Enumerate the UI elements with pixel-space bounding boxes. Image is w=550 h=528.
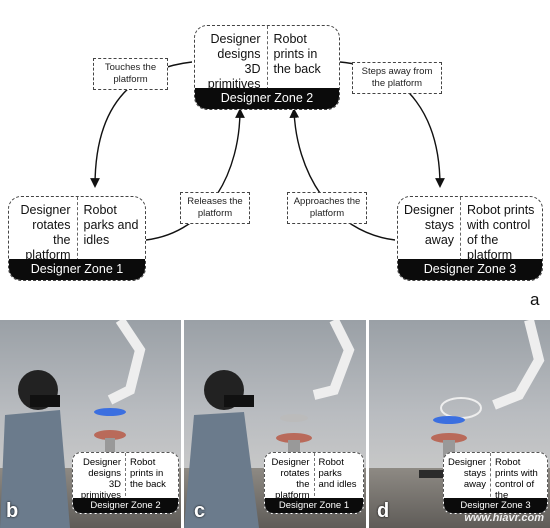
watermark: www.hiavr.com xyxy=(464,512,544,524)
zone1-title: Designer Zone 1 xyxy=(9,259,145,280)
zone2-robot-text: Robot prints in the back xyxy=(273,32,321,76)
zone3-robot-text: Robot prints with control of the platfor… xyxy=(467,203,535,262)
photo-d-zone-card: Designer stays away Robot prints with co… xyxy=(443,452,548,514)
photo-c-robot-text: Robot parks and idles xyxy=(318,457,357,490)
photo-c-label: c xyxy=(194,500,206,522)
zone3-card: Designer stays away Robot prints with co… xyxy=(397,196,543,281)
label-releases-platform: Releases the platform xyxy=(180,192,250,224)
photo-d-label: d xyxy=(377,500,390,522)
photo-b-designer-text: Designer designs 3D primitives xyxy=(73,453,126,501)
scene-illustration-c xyxy=(184,320,355,528)
label-steps-away: Steps away from the platform xyxy=(352,62,442,94)
zone3-designer-text: Designer stays away xyxy=(398,197,462,261)
photo-b-label: b xyxy=(6,500,19,522)
panel-label-a: a xyxy=(530,290,540,309)
photo-c-zone-card: Designer rotates the platform Robot park… xyxy=(264,452,364,514)
zone2-card: Designer designs 3D primitives Robot pri… xyxy=(194,25,340,110)
photo-d-zone-title: Designer Zone 3 xyxy=(444,498,547,513)
photo-b: b Designer designs 3D primitives Robot p… xyxy=(0,320,181,528)
photo-d-designer-text: Designer stays away xyxy=(444,453,492,512)
scene-illustration-b xyxy=(0,320,146,528)
photo-c: c Designer rotates the platform Robot pa… xyxy=(184,320,366,528)
arrow-zone2-to-zone1 xyxy=(90,61,193,188)
photo-b-zone-title: Designer Zone 2 xyxy=(73,498,178,513)
photo-d: d Designer stays away Robot prints with … xyxy=(369,320,550,528)
photo-b-robot-text: Robot prints in the back xyxy=(130,457,166,490)
label-touches-platform: Touches the platform xyxy=(93,58,168,90)
label-approaches-platform: Approaches the platform xyxy=(287,192,367,224)
zone1-robot-text: Robot parks and idles xyxy=(83,203,139,247)
photo-c-zone-title: Designer Zone 1 xyxy=(265,498,363,513)
zone1-designer-text: Designer rotates the platform xyxy=(9,197,78,262)
zone2-designer-text: Designer designs 3D primitives xyxy=(195,26,268,91)
photo-c-designer-text: Designer rotates the platform xyxy=(265,453,315,501)
zone2-title: Designer Zone 2 xyxy=(195,88,339,109)
zone1-card: Designer rotates the platform Robot park… xyxy=(8,196,146,281)
zone3-title: Designer Zone 3 xyxy=(398,259,542,280)
photo-b-zone-card: Designer designs 3D primitives Robot pri… xyxy=(72,452,179,514)
